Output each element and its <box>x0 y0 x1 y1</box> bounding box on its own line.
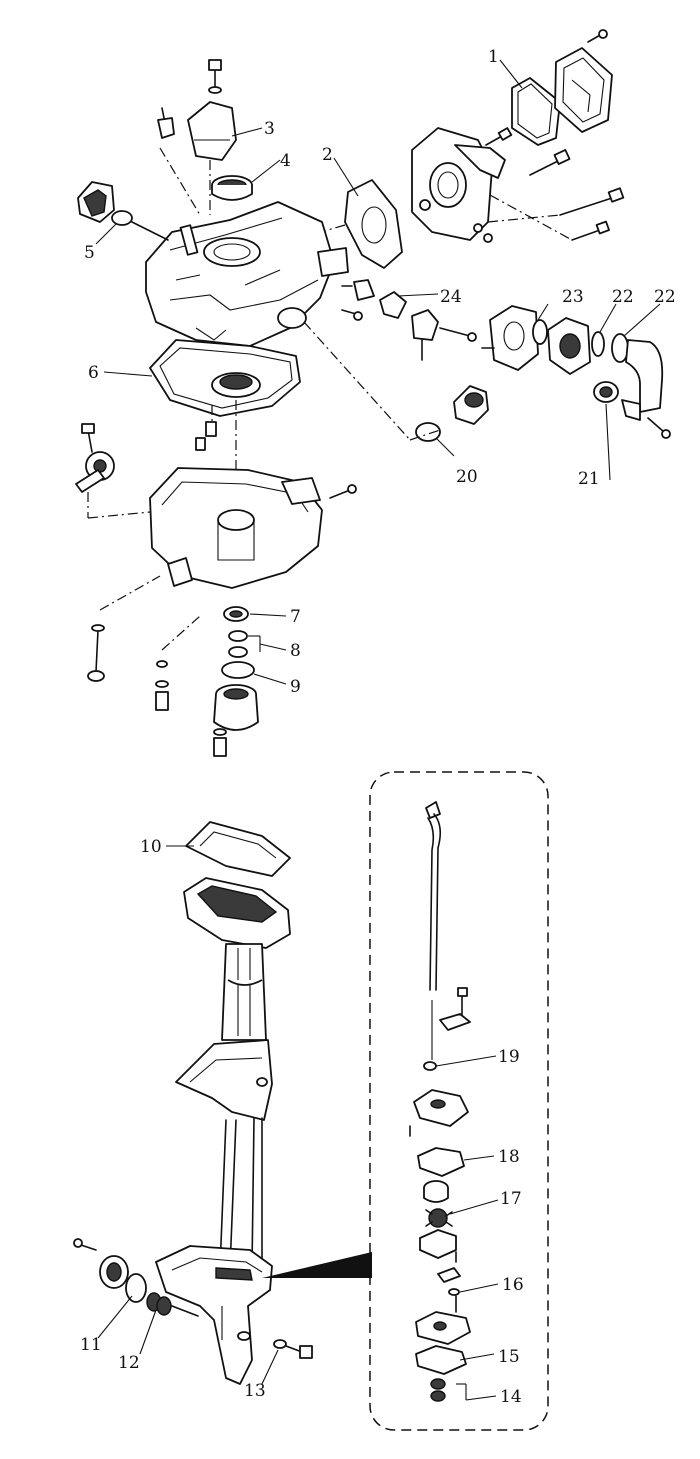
part-23-housing <box>481 305 548 371</box>
small-bolts <box>155 615 227 757</box>
elbow-tube <box>625 339 671 439</box>
part-21-clamp <box>593 381 641 421</box>
part-10-gasket <box>185 821 291 877</box>
label-10: 10 <box>140 837 162 857</box>
part-2-gasket <box>344 179 403 269</box>
label-22-b: 22 <box>654 287 676 307</box>
part-18-gasket <box>417 1147 465 1177</box>
cover-screw <box>587 29 608 43</box>
label-20: 20 <box>456 467 478 487</box>
pump-housing <box>409 1089 469 1137</box>
label-14: 14 <box>500 1387 522 1407</box>
label-22-a: 22 <box>612 287 634 307</box>
label-21: 21 <box>578 469 600 489</box>
label-7: 7 <box>290 607 301 627</box>
label-8: 8 <box>290 641 301 661</box>
part-11-housing <box>73 1238 147 1303</box>
label-1: 1 <box>488 47 499 67</box>
pin-bolt <box>448 1288 460 1313</box>
lower-plate <box>415 1311 471 1345</box>
part-8-spacer <box>228 630 248 642</box>
long-bolt <box>87 575 161 682</box>
dowel-pin <box>205 421 217 437</box>
part-9-o-ring <box>221 661 255 679</box>
carb-bolts <box>483 127 625 243</box>
label-9: 9 <box>290 677 301 697</box>
pump-plate <box>419 1229 457 1259</box>
label-6: 6 <box>88 363 99 383</box>
label-12: 12 <box>118 1353 140 1373</box>
small-pin <box>157 107 175 139</box>
part-number-labels: 1 2 3 4 5 6 7 8 9 10 11 12 13 14 15 16 1… <box>80 47 676 1407</box>
drive-shaft-housing <box>221 943 267 1041</box>
bearing-housing <box>213 684 259 731</box>
fuel-cock <box>341 309 477 361</box>
part-5-o-ring <box>111 210 133 226</box>
part-15-gasket <box>415 1345 467 1375</box>
part-1-gasket <box>511 77 561 146</box>
upper-casing <box>183 877 291 949</box>
label-5: 5 <box>84 243 95 263</box>
part-16-key <box>437 1267 461 1283</box>
label-17: 17 <box>500 1189 522 1209</box>
label-19: 19 <box>498 1047 520 1067</box>
label-16: 16 <box>502 1275 524 1295</box>
pump-insert <box>423 1180 449 1203</box>
label-11: 11 <box>80 1335 102 1355</box>
carburettor-body <box>411 127 506 241</box>
part-3-bracket <box>187 59 237 161</box>
label-3: 3 <box>264 119 275 139</box>
cavitation-plate <box>175 1039 273 1121</box>
switch-unit <box>77 181 115 223</box>
gear-case <box>155 1245 273 1385</box>
label-15: 15 <box>498 1347 520 1367</box>
part-12-seals <box>146 1292 172 1316</box>
label-18: 18 <box>498 1147 520 1167</box>
water-pump-inset-border <box>369 771 549 1431</box>
label-23: 23 <box>562 287 584 307</box>
part-13-drain-bolt <box>273 1339 313 1359</box>
label-4: 4 <box>280 151 291 171</box>
part-20-oil-cap <box>415 385 489 442</box>
part-22-gasket-a <box>591 331 605 357</box>
cover-plate <box>554 47 613 133</box>
part-24-valve <box>341 279 407 319</box>
label-24: 24 <box>440 287 462 307</box>
crankcase <box>149 467 357 589</box>
part-17-impeller <box>425 1208 453 1228</box>
water-tube <box>425 801 442 991</box>
part-14-seals <box>430 1378 446 1402</box>
cylinder-block <box>145 201 349 347</box>
part-19-grommet <box>423 987 471 1071</box>
inset-pointer <box>262 1252 372 1278</box>
label-13: 13 <box>244 1381 266 1401</box>
leader-lines <box>95 59 661 1401</box>
governor-gear <box>75 423 151 519</box>
part-4-seal <box>211 175 253 201</box>
label-2: 2 <box>322 145 333 165</box>
inlet-body <box>547 317 591 375</box>
bearing <box>211 372 261 398</box>
